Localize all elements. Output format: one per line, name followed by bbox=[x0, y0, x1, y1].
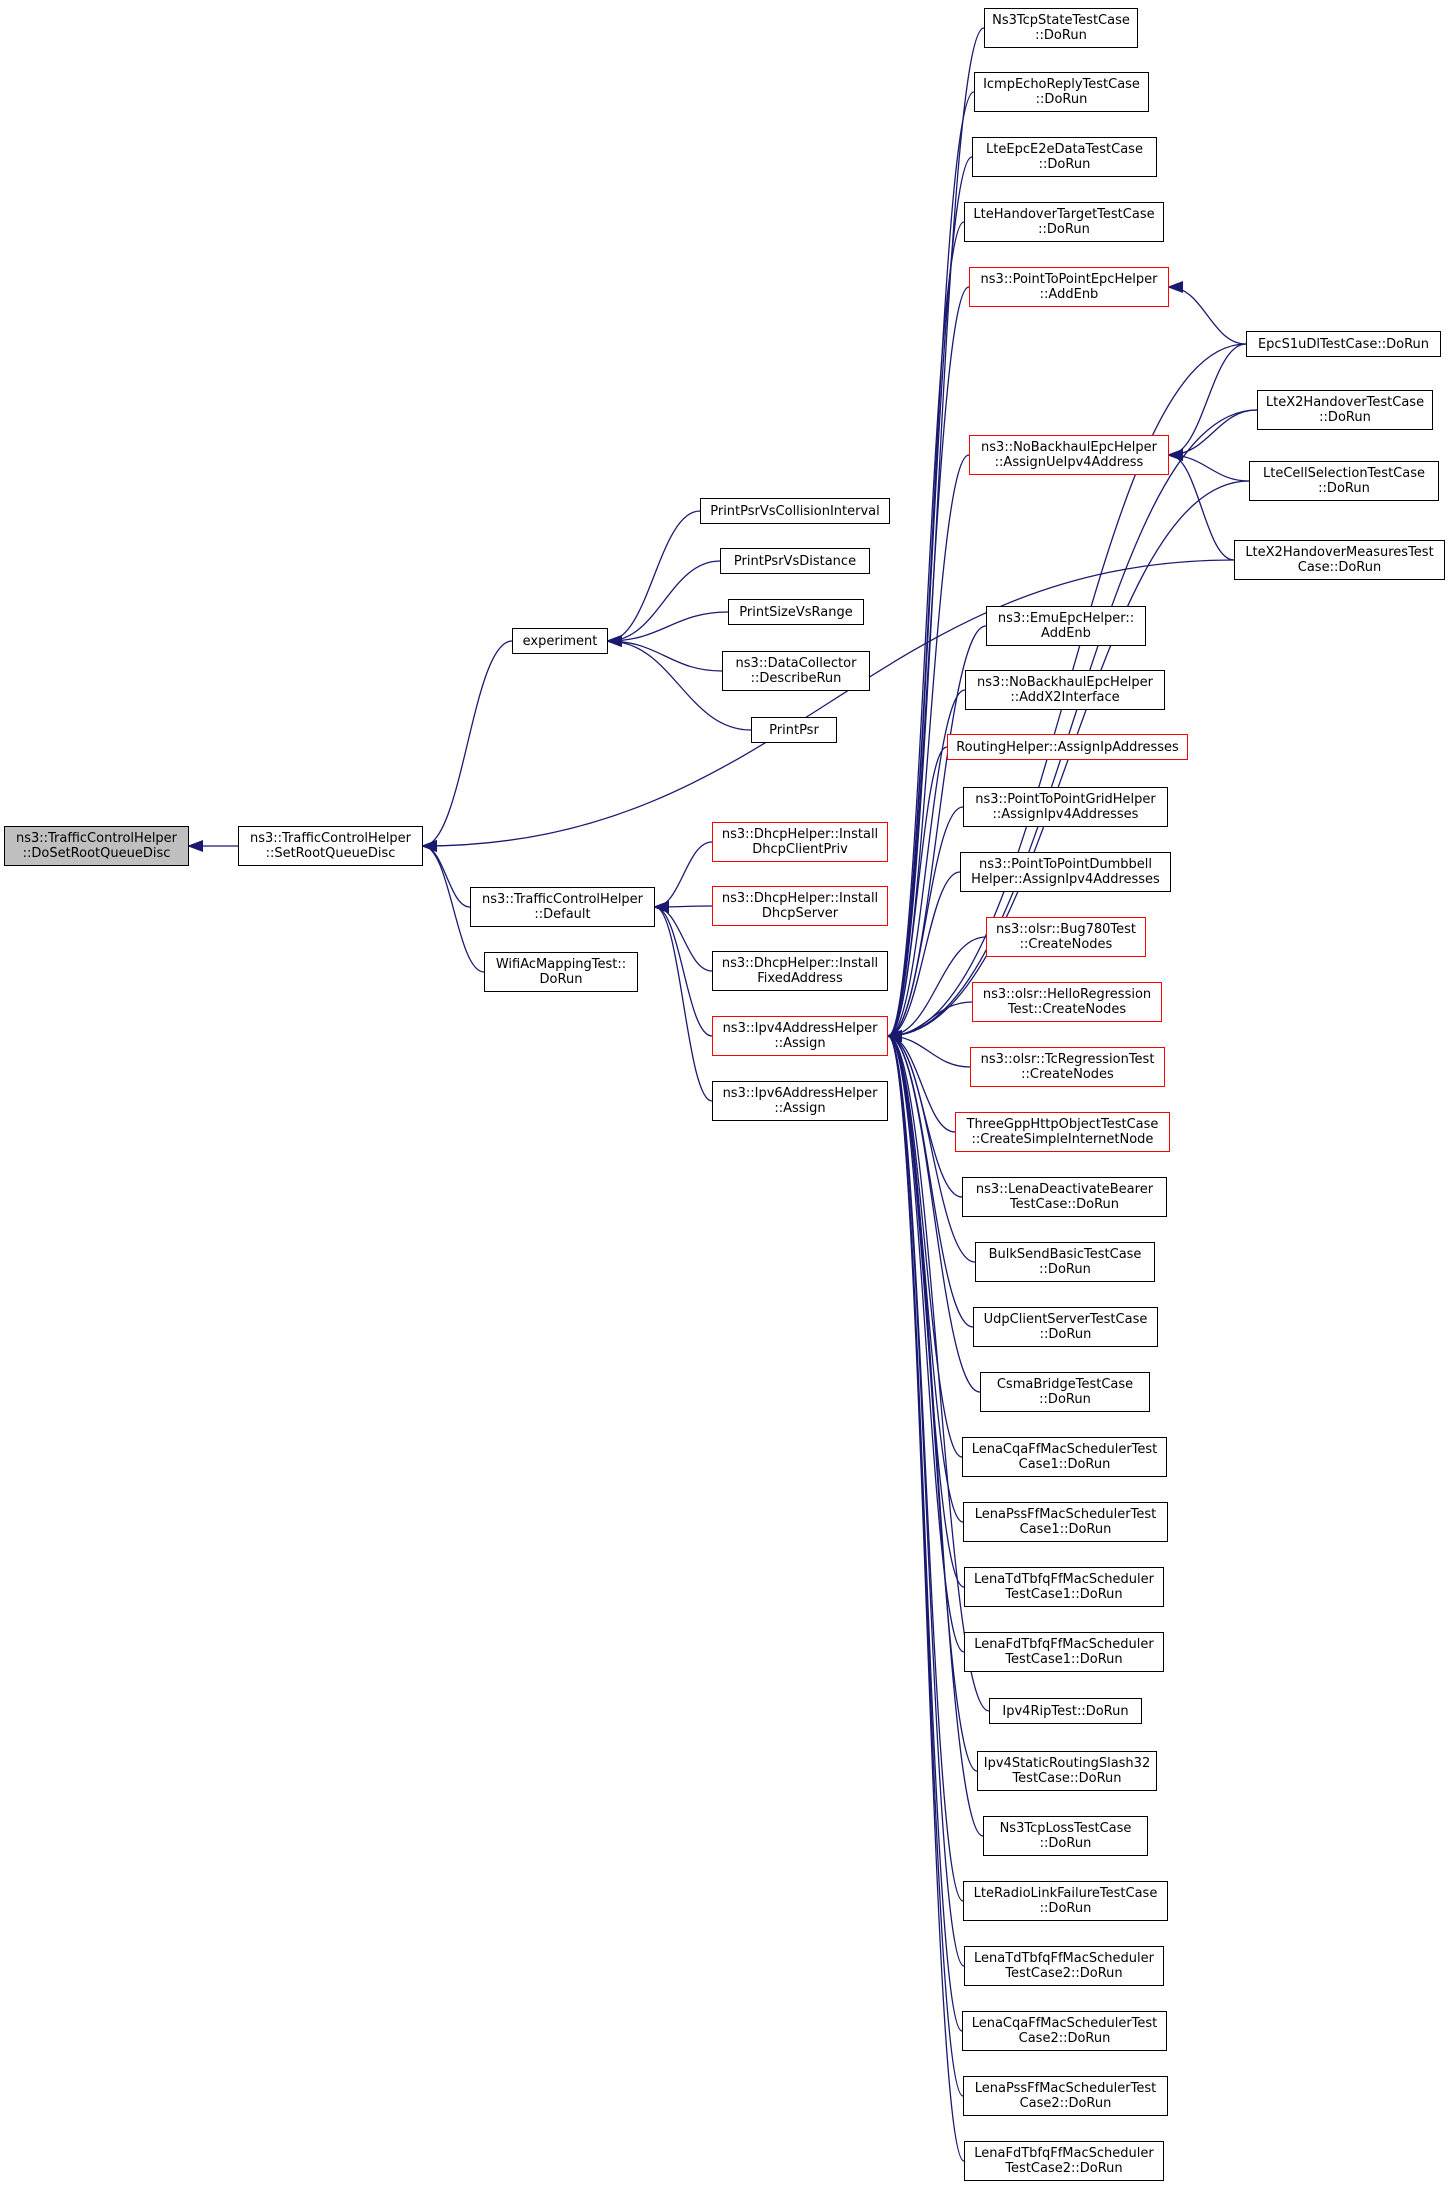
call-edge-lenacqa2-to-ipv4assign bbox=[886, 1030, 963, 2032]
call-edge-lenapss1-to-ipv4assign bbox=[886, 1030, 964, 1523]
node-lenafdtbfq1[interactable]: LenaFdTbfqFfMacScheduler TestCase1::DoRu… bbox=[964, 1632, 1164, 1672]
node-olsrhello[interactable]: ns3::olsr::HelloRegression Test::CreateN… bbox=[972, 982, 1162, 1022]
node-lteepce2e[interactable]: LteEpcE2eDataTestCase ::DoRun bbox=[972, 137, 1157, 177]
call-edge-lenafdtbfq2-to-ipv4assign bbox=[886, 1030, 965, 2162]
node-ipv4assign[interactable]: ns3::Ipv4AddressHelper ::Assign bbox=[712, 1016, 888, 1056]
node-dhcppriv[interactable]: ns3::DhcpHelper::Install DhcpClientPriv bbox=[712, 822, 888, 862]
node-datacoll[interactable]: ns3::DataCollector ::DescribeRun bbox=[722, 651, 870, 691]
node-lenapss2[interactable]: LenaPssFfMacSchedulerTest Case2::DoRun bbox=[963, 2076, 1168, 2116]
call-edge-lenatdtbfq2-to-ipv4assign bbox=[886, 1030, 965, 1967]
call-edge-ltehandover-to-ipv4assign bbox=[886, 221, 965, 1042]
node-icmpecho[interactable]: IcmpEchoReplyTestCase ::DoRun bbox=[974, 72, 1149, 112]
node-olsrtc[interactable]: ns3::olsr::TcRegressionTest ::CreateNode… bbox=[970, 1047, 1165, 1087]
node-lenapss1[interactable]: LenaPssFfMacSchedulerTest Case1::DoRun bbox=[963, 1502, 1168, 1542]
node-lenacqa2[interactable]: LenaCqaFfMacSchedulerTest Case2::DoRun bbox=[962, 2011, 1167, 2051]
call-edge-ipv4assign-to-default bbox=[653, 901, 713, 1037]
node-lenacqa1[interactable]: LenaCqaFfMacSchedulerTest Case1::DoRun bbox=[962, 1437, 1167, 1477]
call-edge-ltex2handover-to-ipv4assign bbox=[886, 409, 1258, 1042]
node-ltehandover[interactable]: LteHandoverTargetTestCase ::DoRun bbox=[964, 202, 1164, 242]
call-edge-epcs1u-to-p2pepcaddenb bbox=[1167, 281, 1247, 345]
node-lenatdtbfq2[interactable]: LenaTdTbfqFfMacScheduler TestCase2::DoRu… bbox=[964, 1946, 1164, 1986]
call-edge-dhcppriv-to-default bbox=[653, 841, 713, 913]
node-p2pdumbbell[interactable]: ns3::PointToPointDumbbell Helper::Assign… bbox=[960, 852, 1171, 892]
node-nobackhaulx2[interactable]: ns3::NoBackhaulEpcHelper ::AddX2Interfac… bbox=[965, 670, 1165, 710]
node-routinghelper[interactable]: RoutingHelper::AssignIpAddresses bbox=[947, 734, 1188, 760]
call-edge-p2pdumbbell-to-ipv4assign bbox=[886, 871, 961, 1042]
call-edge-ipv6assign-to-default bbox=[653, 901, 713, 1102]
call-edge-ltex2measures-to-nobackhaulassign bbox=[1167, 449, 1235, 561]
node-lenadeact[interactable]: ns3::LenaDeactivateBearer TestCase::DoRu… bbox=[962, 1177, 1167, 1217]
node-nobackhaulassign[interactable]: ns3::NoBackhaulEpcHelper ::AssignUeIpv4A… bbox=[969, 435, 1169, 475]
node-ipv4static[interactable]: Ipv4StaticRoutingSlash32 TestCase::DoRun bbox=[977, 1751, 1157, 1791]
node-lenafdtbfq2[interactable]: LenaFdTbfqFfMacScheduler TestCase2::DoRu… bbox=[964, 2141, 1164, 2181]
call-edge-lenapss2-to-ipv4assign bbox=[886, 1030, 964, 2097]
call-edge-ltex2measures-to-setroot bbox=[421, 559, 1235, 852]
call-edge-olsrbug-to-ipv4assign bbox=[886, 936, 987, 1042]
node-csmabridge[interactable]: CsmaBridgeTestCase ::DoRun bbox=[980, 1372, 1150, 1412]
node-sizerange[interactable]: PrintSizeVsRange bbox=[728, 599, 864, 625]
node-ns3tcploss[interactable]: Ns3TcpLossTestCase ::DoRun bbox=[983, 1816, 1148, 1856]
node-ipv4rip[interactable]: Ipv4RipTest::DoRun bbox=[989, 1698, 1142, 1724]
call-edge-bulksend-to-ipv4assign bbox=[886, 1030, 976, 1263]
node-lenatdtbfq1[interactable]: LenaTdTbfqFfMacScheduler TestCase1::DoRu… bbox=[964, 1567, 1164, 1607]
call-edge-epcs1u-to-nobackhaulassign bbox=[1167, 343, 1247, 461]
node-dhcpfixed[interactable]: ns3::DhcpHelper::Install FixedAddress bbox=[712, 951, 888, 991]
call-edge-printpsr-to-experiment bbox=[606, 635, 752, 731]
node-udpclient[interactable]: UdpClientServerTestCase ::DoRun bbox=[973, 1307, 1158, 1347]
node-ltecellsel[interactable]: LteCellSelectionTestCase ::DoRun bbox=[1249, 461, 1439, 501]
node-lteradiolink[interactable]: LteRadioLinkFailureTestCase ::DoRun bbox=[963, 1881, 1168, 1921]
node-experiment[interactable]: experiment bbox=[512, 628, 608, 654]
node-threegpp[interactable]: ThreeGppHttpObjectTestCase ::CreateSimpl… bbox=[955, 1112, 1170, 1152]
call-edge-p2pepcaddenb-to-ipv4assign bbox=[886, 286, 970, 1042]
call-edge-ipv4rip-to-ipv4assign bbox=[886, 1030, 990, 1712]
node-p2pgrid[interactable]: ns3::PointToPointGridHelper ::AssignIpv4… bbox=[963, 787, 1168, 827]
node-setroot[interactable]: ns3::TrafficControlHelper ::SetRootQueue… bbox=[238, 826, 423, 866]
call-edge-routinghelper-to-ipv4assign bbox=[886, 746, 948, 1042]
node-printpsr[interactable]: PrintPsr bbox=[751, 717, 837, 743]
call-edge-lenafdtbfq1-to-ipv4assign bbox=[886, 1030, 965, 1653]
call-edge-lteepce2e-to-ipv4assign bbox=[886, 156, 973, 1042]
node-ltex2measures[interactable]: LteX2HandoverMeasuresTest Case::DoRun bbox=[1234, 540, 1445, 580]
call-edge-experiment-to-setroot bbox=[421, 640, 513, 852]
call-edge-lteradiolink-to-ipv4assign bbox=[886, 1030, 964, 1902]
call-edge-dhcpfixed-to-default bbox=[653, 901, 713, 972]
node-emuepcaddenb[interactable]: ns3::EmuEpcHelper:: AddEnb bbox=[986, 606, 1146, 646]
call-edge-ns3tcploss-to-ipv4assign bbox=[886, 1030, 984, 1837]
call-edge-datacoll-to-experiment bbox=[606, 635, 723, 672]
node-psrdist[interactable]: PrintPsrVsDistance bbox=[720, 548, 870, 574]
node-dhcpserver[interactable]: ns3::DhcpHelper::Install DhcpServer bbox=[712, 886, 888, 926]
call-edge-p2pgrid-to-ipv4assign bbox=[886, 806, 964, 1042]
node-olsrbug[interactable]: ns3::olsr::Bug780Test ::CreateNodes bbox=[986, 917, 1146, 957]
node-psrcoll[interactable]: PrintPsrVsCollisionInterval bbox=[700, 498, 890, 524]
call-edge-psrdist-to-experiment bbox=[606, 560, 721, 647]
call-edge-default-to-setroot bbox=[421, 840, 471, 908]
call-edge-lenacqa1-to-ipv4assign bbox=[886, 1030, 963, 1458]
node-ns3tcpstate[interactable]: Ns3TcpStateTestCase ::DoRun bbox=[984, 8, 1138, 48]
node-epcs1u[interactable]: EpcS1uDlTestCase::DoRun bbox=[1246, 331, 1441, 357]
node-bulksend[interactable]: BulkSendBasicTestCase ::DoRun bbox=[975, 1242, 1155, 1282]
node-wifiac[interactable]: WifiAcMappingTest:: DoRun bbox=[484, 952, 638, 992]
call-edge-csmabridge-to-ipv4assign bbox=[886, 1030, 981, 1393]
call-edge-nobackhaulx2-to-ipv4assign bbox=[886, 689, 966, 1042]
node-ltex2handover[interactable]: LteX2HandoverTestCase ::DoRun bbox=[1257, 390, 1433, 430]
call-edge-dhcpserver-to-default bbox=[653, 900, 713, 913]
node-p2pepcaddenb[interactable]: ns3::PointToPointEpcHelper ::AddEnb bbox=[969, 267, 1169, 307]
node-default[interactable]: ns3::TrafficControlHelper ::Default bbox=[470, 887, 655, 927]
node-ipv6assign[interactable]: ns3::Ipv6AddressHelper ::Assign bbox=[712, 1081, 888, 1121]
call-edge-sizerange-to-experiment bbox=[606, 611, 729, 647]
node-root: ns3::TrafficControlHelper ::DoSetRootQue… bbox=[4, 826, 189, 866]
